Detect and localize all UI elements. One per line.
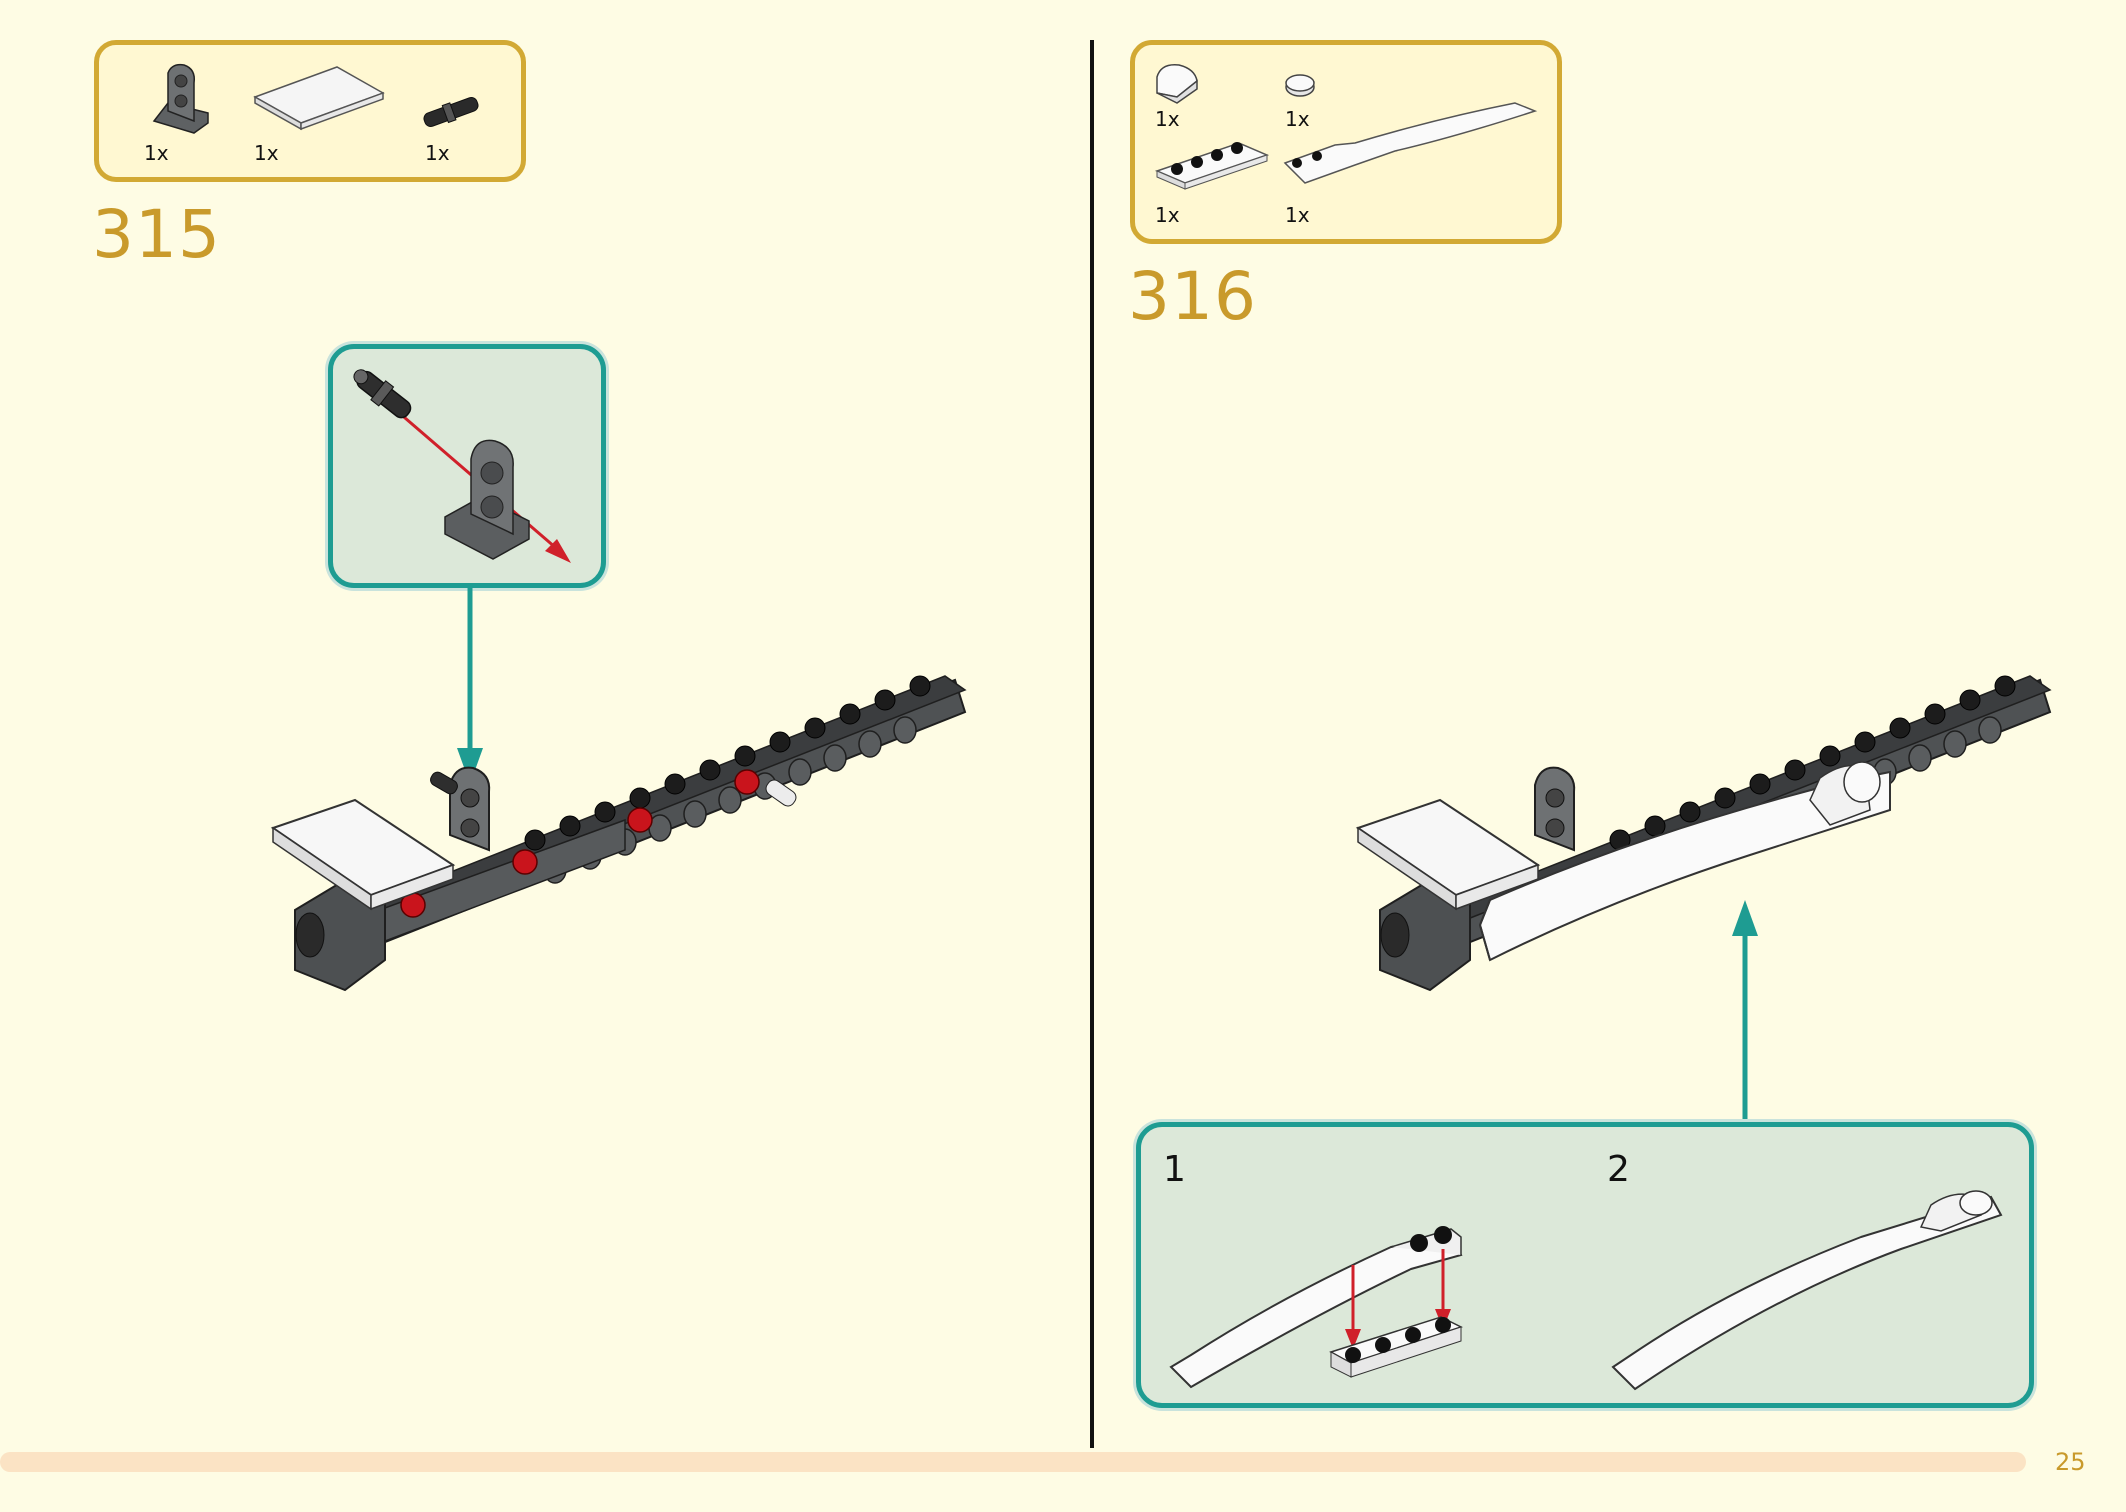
white-tile-part-icon [253, 66, 385, 131]
connector-block-part-icon [152, 63, 209, 134]
callout-arrow-316 [1732, 900, 1758, 1124]
substep-number-2: 2 [1607, 1149, 1630, 1190]
part-qty: 1x [1285, 203, 1310, 227]
parts-list-315: 1x 1x 1x [94, 40, 526, 182]
substep-1-illustration [1169, 1226, 1463, 1389]
white-plate-part-icon [1154, 142, 1270, 190]
step-number-315: 315 [92, 196, 221, 273]
page-number: 25 [2055, 1448, 2086, 1476]
substep-number-1: 1 [1163, 1149, 1186, 1190]
part-qty: 1x [144, 141, 169, 165]
model-assembly-316 [1355, 675, 2052, 992]
step-number-316: 316 [1128, 258, 1257, 335]
black-pin-part-icon [423, 97, 479, 127]
callout-316: 1 2 [1136, 1122, 2034, 1408]
part-qty: 1x [1155, 203, 1180, 227]
curved-slope-part-icon [1156, 64, 1198, 104]
part-qty: 1x [425, 141, 450, 165]
round-tile-part-icon [1285, 74, 1315, 97]
part-qty: 1x [1155, 107, 1180, 131]
part-qty: 1x [1285, 107, 1310, 131]
parts-list-316: 1x 1x 1x 1x [1130, 40, 1562, 244]
model-assembly-315 [270, 675, 967, 992]
pin-insert-illustration [353, 369, 571, 563]
callout-arrow-315 [457, 588, 483, 784]
page-divider [1090, 40, 1094, 1448]
callout-315 [328, 344, 606, 588]
progress-bar [0, 1452, 2026, 1472]
part-qty: 1x [254, 141, 279, 165]
curved-wedge-part-icon [1283, 102, 1538, 184]
substep-2-illustration [1611, 1190, 2003, 1391]
